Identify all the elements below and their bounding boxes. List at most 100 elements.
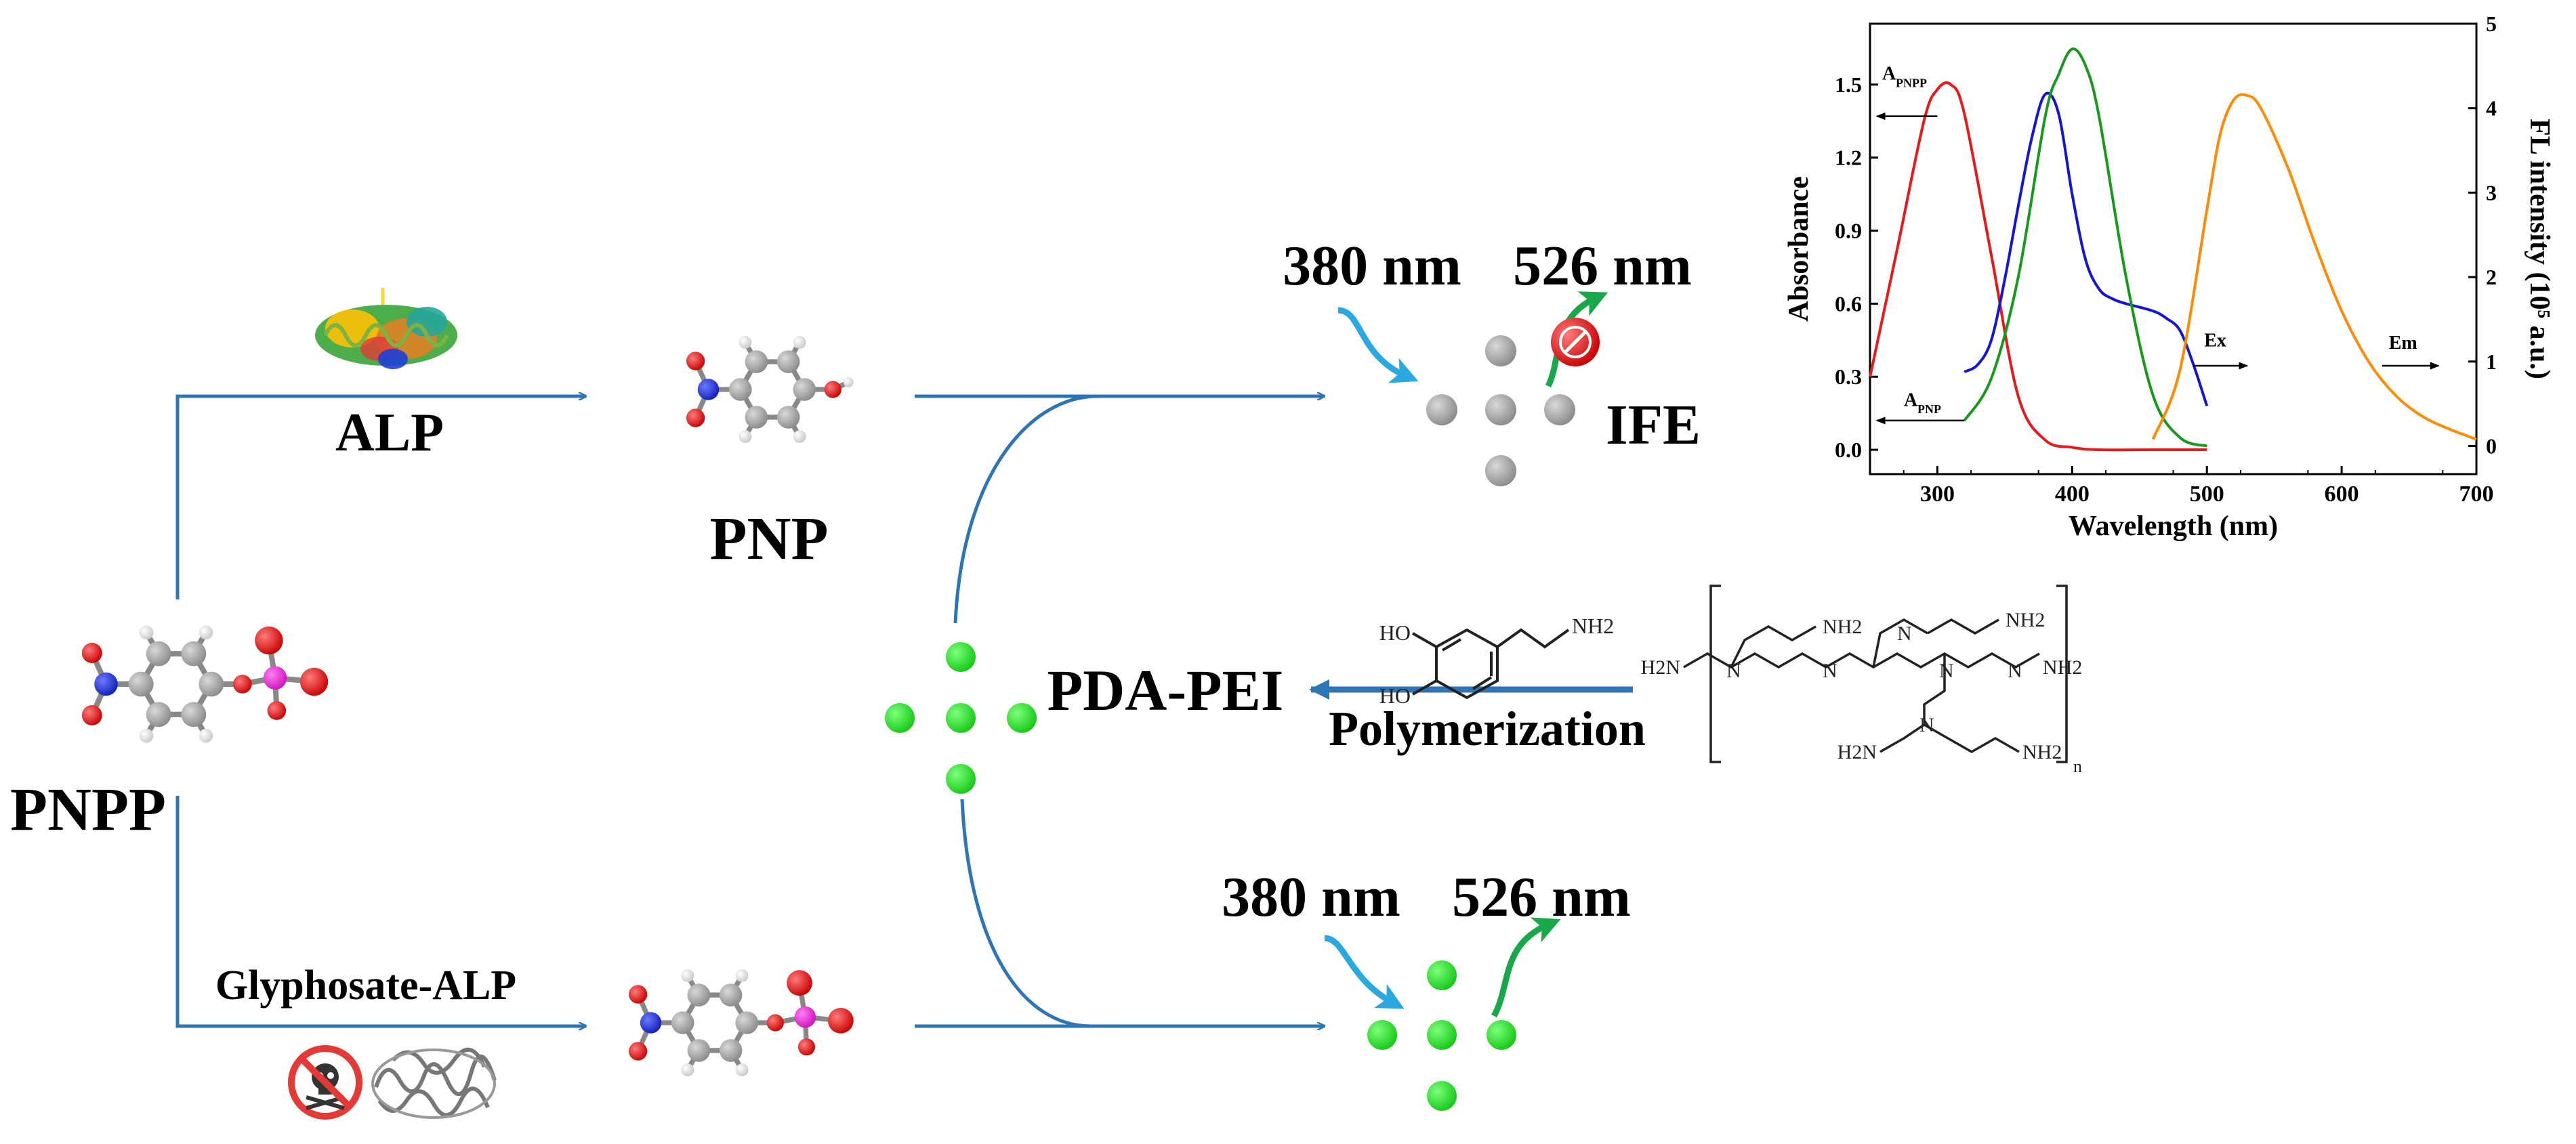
oxygen-atom — [766, 1014, 784, 1032]
y-left-tick-label: 0.9 — [1835, 219, 1862, 243]
atom — [794, 1006, 816, 1028]
carbon-atom — [719, 983, 743, 1007]
carbon-atom — [128, 671, 154, 697]
nanodot — [1487, 1020, 1516, 1050]
carbon-atom — [776, 350, 800, 373]
atom — [793, 430, 806, 444]
x-tick-label: 500 — [2190, 482, 2224, 507]
excitation-arrow-top — [1337, 307, 1419, 383]
y-right-tick-label: 0 — [2486, 433, 2497, 458]
series-line-a_pnp — [1964, 91, 2209, 406]
pei-nh2-1: NH2 — [1823, 616, 1862, 638]
atom — [739, 335, 752, 349]
atom — [139, 728, 154, 743]
x-tick-label: 600 — [2325, 482, 2359, 507]
y-right-tick-label: 5 — [2486, 12, 2497, 36]
excitation-wavelength-bottom: 380 nm — [1222, 866, 1400, 929]
atom — [735, 969, 749, 982]
atom — [267, 701, 287, 720]
y-right-tick-label: 1 — [2486, 349, 2497, 374]
nanodot — [1427, 1020, 1457, 1050]
emission-arrow-bottom — [1491, 917, 1561, 1018]
y-left-tick-label: 0.3 — [1835, 364, 1862, 389]
carbon-atom — [181, 702, 207, 727]
quenched-dot — [1485, 455, 1516, 486]
nitrogen-atom — [640, 1012, 662, 1034]
nitrogen-atom — [94, 672, 118, 696]
carbon-atom — [735, 1011, 759, 1034]
arrow-pnpp-to-glyphosate — [175, 796, 586, 1026]
emission-wavelength-top: 526 nm — [1513, 234, 1692, 297]
curve-pda-to-bottom — [960, 799, 1092, 1028]
nanodot — [1427, 960, 1457, 990]
x-axis-label: Wavelength (nm) — [2069, 511, 2278, 542]
quenched-dot — [1485, 394, 1516, 425]
curve-pda-to-top — [953, 394, 1098, 624]
pei-n-3: N — [1897, 622, 1912, 645]
pei-structure: H2N NH2 NH2 NH2 H2N NH2 N N N N N N n — [1641, 585, 2082, 776]
nanodot — [1007, 703, 1037, 733]
glyphosate-alp-label: Glyphosate-ALP — [215, 962, 516, 1009]
atom — [299, 667, 329, 696]
y-left-tick-label: 1.2 — [1835, 146, 1862, 170]
nanodot — [946, 642, 976, 672]
carbon-atom — [776, 406, 800, 429]
carbon-atom — [687, 983, 711, 1007]
alp-label: ALP — [335, 403, 444, 463]
annotation-ex: Ex — [2204, 330, 2226, 351]
y-left-tick-label: 1.5 — [1835, 72, 1862, 97]
oxygen-atom — [628, 1042, 648, 1061]
pnpp-molecule-bottom — [628, 969, 854, 1077]
y-right-axis-label: FL intensity (10⁵ a.u.) — [2524, 119, 2555, 379]
atom — [827, 1007, 854, 1034]
quench-symbol-icon — [1551, 318, 1600, 366]
nanodot — [1427, 1081, 1457, 1111]
x-tick-label: 300 — [1920, 482, 1955, 507]
oxygen-atom — [686, 352, 705, 370]
nanodot — [946, 703, 976, 733]
x-tick-label: 700 — [2459, 482, 2494, 507]
annotation-a-pnpp: A — [1882, 64, 1896, 85]
series-line-em — [2151, 93, 2477, 441]
y-right-tick-label: 4 — [2486, 96, 2497, 121]
carbon-atom — [199, 671, 224, 697]
arrow-pnpp-to-alp — [175, 396, 586, 599]
oxygen-atom — [824, 381, 842, 398]
pnp-molecule — [686, 335, 854, 444]
excitation-wavelength-top: 380 nm — [1283, 234, 1461, 297]
nanodot — [1367, 1020, 1397, 1050]
pei-n-1: N — [1726, 660, 1741, 682]
carbon-atom — [181, 641, 207, 666]
atom — [681, 969, 694, 982]
carbon-atom — [671, 1011, 694, 1034]
carbon-atom — [687, 1039, 711, 1062]
x-tick-label: 400 — [2055, 482, 2090, 507]
atom — [139, 625, 154, 640]
carbon-atom — [745, 350, 768, 373]
y-left-tick-label: 0.6 — [1835, 291, 1862, 316]
annotation-a-pnp: A — [1904, 389, 1918, 410]
pei-nh2-3: NH2 — [2043, 656, 2082, 679]
carbon-atom — [146, 702, 171, 727]
y-left-axis-label: Absorbance — [1783, 176, 1814, 322]
annotation-a-pnp-sub: PNP — [1917, 402, 1941, 416]
oxygen-atom — [686, 408, 705, 427]
quenched-dots — [1426, 335, 1575, 486]
pnp-label: PNP — [710, 505, 829, 572]
atom — [793, 335, 806, 349]
reaction-arrows — [175, 394, 1633, 1028]
excitation-arrow-bottom — [1324, 935, 1405, 1009]
y-left-tick-label: 0.0 — [1835, 438, 1862, 462]
atom — [199, 728, 213, 743]
atom — [735, 1063, 749, 1077]
atom — [844, 377, 854, 387]
pnpp-molecule — [81, 625, 329, 743]
pei-n-2: N — [1939, 660, 1954, 682]
hydroxyl-top: HO — [1379, 620, 1411, 645]
hydroxyl-bottom: HO — [1379, 683, 1411, 708]
atom — [787, 970, 812, 996]
amine-label: NH2 — [1572, 614, 1614, 638]
